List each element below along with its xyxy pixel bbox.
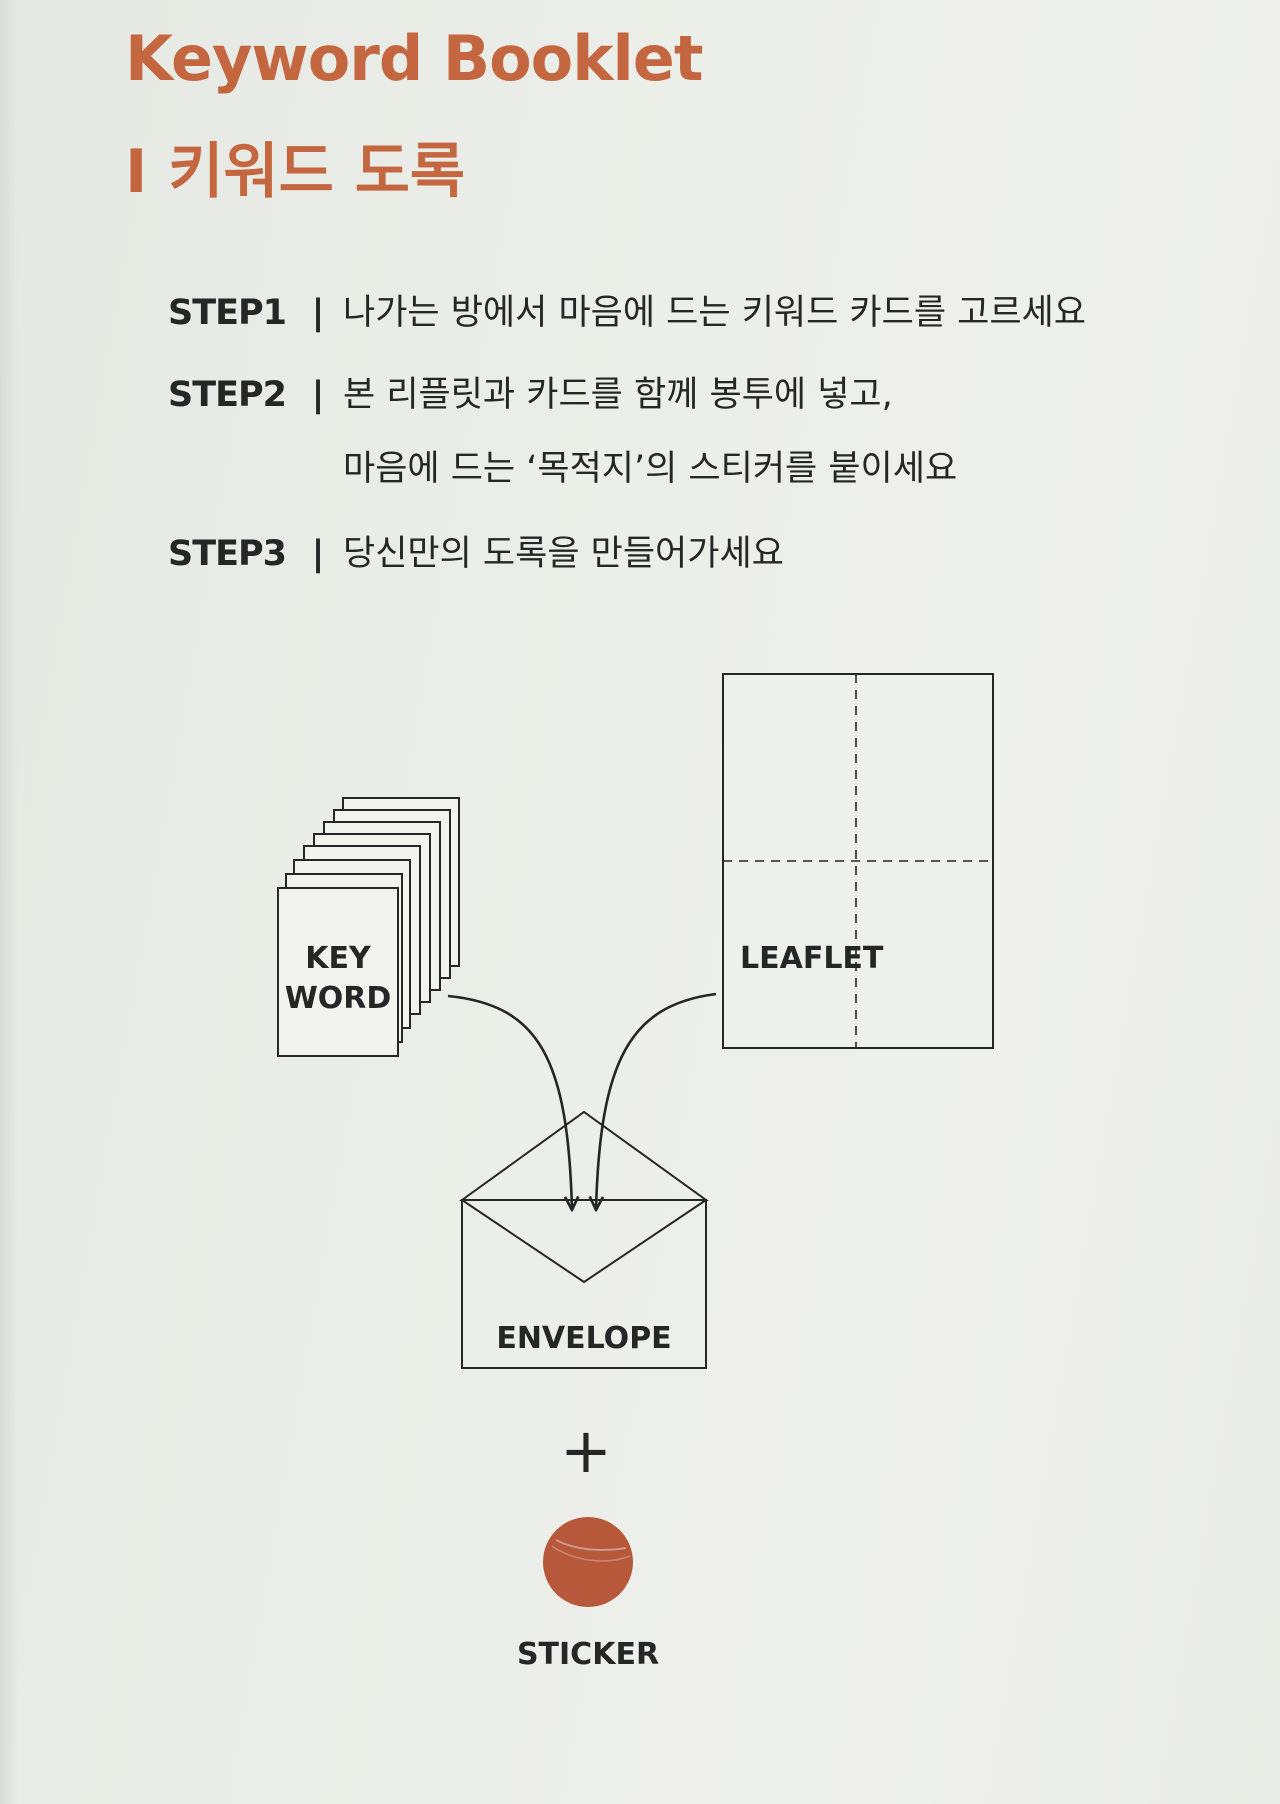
plus-symbol: + (560, 1414, 612, 1487)
step-separator: | (311, 375, 325, 415)
step-text: 본 리플릿과 카드를 함께 봉투에 넣고, (343, 375, 893, 415)
sticker-icon (543, 1517, 633, 1607)
step-2: STEP2 | 본 리플릿과 카드를 함께 봉투에 넣고, (168, 378, 893, 413)
step-text: 당신만의 도록을 만들어가세요 (343, 534, 784, 574)
leaflet-to-envelope-arrow (596, 992, 717, 1210)
leaflet-label: LEAFLET (740, 941, 884, 976)
page-fold-shadow (0, 0, 18, 1804)
step-1: STEP1 | 나가는 방에서 마음에 드는 키워드 카드를 고르세요 (168, 296, 1086, 331)
envelope-open-flap (458, 1110, 710, 1201)
page-title: Keyword Booklet (125, 22, 703, 95)
sticker-label: STICKER (517, 1637, 659, 1672)
envelope (458, 1110, 710, 1369)
cards-label-line2: WORD (285, 981, 392, 1016)
envelope-inner-fold (461, 1199, 707, 1284)
step-label: STEP2 (168, 375, 287, 415)
step-separator: | (311, 534, 325, 574)
step-text: 나가는 방에서 마음에 드는 키워드 카드를 고르세요 (343, 293, 1086, 333)
cards-to-envelope-arrow (447, 994, 572, 1210)
step-separator: | (311, 293, 325, 333)
leaflet-sheet (722, 673, 994, 1049)
envelope-label: ENVELOPE (496, 1321, 671, 1356)
keyword-card-front (277, 887, 399, 1057)
cards-label-line1: KEY (305, 941, 372, 976)
envelope-body (461, 1199, 707, 1369)
keyword-card-stack (277, 797, 460, 1057)
step-label: STEP3 (168, 534, 287, 574)
step-label: STEP1 (168, 293, 287, 333)
page-subtitle: I 키워드 도록 (125, 137, 466, 207)
step-3: STEP3 | 당신만의 도록을 만들어가세요 (168, 537, 784, 572)
step-2-continuation: 마음에 드는 ‘목적지’의 스티커를 붙이세요 (343, 449, 958, 489)
